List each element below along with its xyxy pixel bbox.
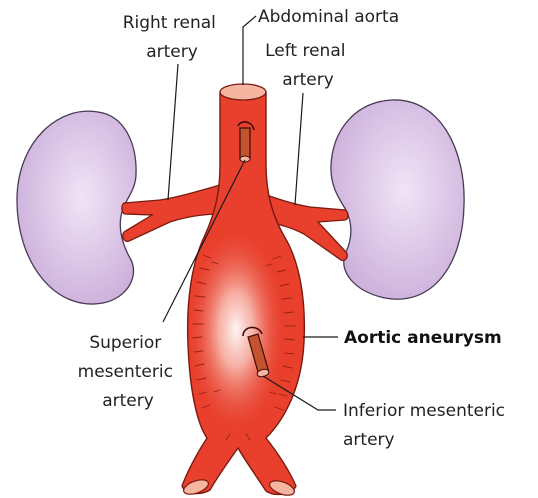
left-kidney [331, 100, 464, 299]
leader-right-renal [168, 64, 178, 200]
label-inferior-mesenteric: Inferior mesenteric artery [343, 401, 510, 450]
leader-abdominal-aorta [243, 16, 256, 85]
label-right-renal: Right renal artery [123, 13, 222, 62]
label-superior-mesenteric: Superior mesenteric artery [78, 333, 179, 411]
right-kidney [17, 111, 136, 304]
aneurysm-highlight [191, 235, 281, 425]
label-left-renal: Left renal artery [265, 41, 351, 90]
aorta-cut-end [220, 84, 266, 100]
label-aortic-aneurysm: Aortic aneurysm [344, 328, 502, 348]
label-abdominal-aorta: Abdominal aorta [258, 7, 399, 27]
leader-left-renal [295, 93, 303, 205]
